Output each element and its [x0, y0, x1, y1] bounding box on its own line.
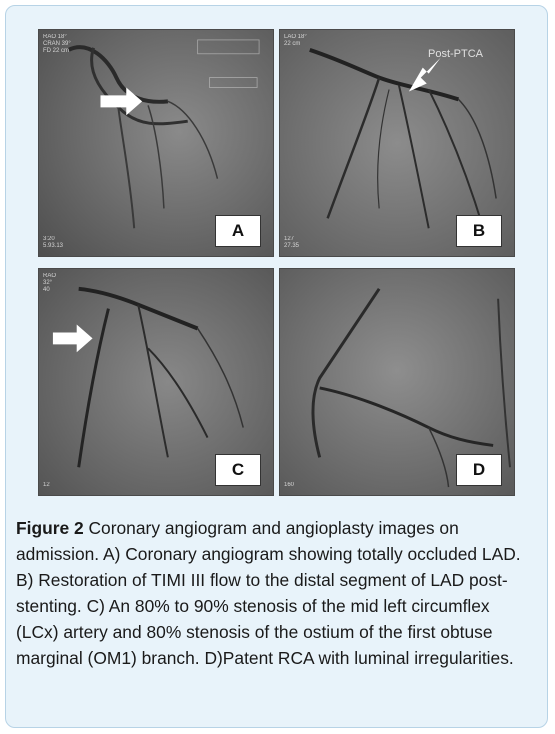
panel-letter-b: B [456, 215, 502, 247]
overlay-bottom-b: 127 27.35 [284, 236, 300, 249]
panel-letter-d: D [456, 454, 502, 486]
panel-letter-c: C [215, 454, 261, 486]
overlay-top-a: RAO 18° CRAN 39° FD 22 cm [43, 34, 71, 54]
figure-caption: Figure 2 Coronary angiogram and angiopla… [16, 515, 536, 671]
angiogram-panel-d: 160 D [279, 268, 515, 496]
post-ptca-label: Post-PTCA [428, 48, 484, 60]
overlay-top-c: RAO 32° 40 [43, 273, 57, 293]
arrow-icon [100, 87, 143, 116]
overlay-bottom-a: 3:20 5.93.13 [43, 236, 64, 249]
arrow-icon [408, 57, 441, 92]
angiogram-panel-b: LAO 18° 22 cm Post-PTCA 127 27.35 B [279, 29, 515, 257]
overlay-bottom-d: 160 [284, 482, 295, 488]
arrow-icon [52, 324, 93, 353]
overlay-top-b: LAO 18° 22 cm [284, 34, 307, 47]
overlay-bottom-c: 12 [43, 482, 50, 488]
angiogram-panel-c: RAO 32° 40 12 C [38, 268, 274, 496]
caption-text: Coronary angiogram and angioplasty image… [16, 518, 521, 668]
angiogram-image-a [39, 30, 273, 256]
figure-label: Figure 2 [16, 518, 84, 538]
angiogram-panel-a: RAO 18° CRAN 39° FD 22 cm 3:20 5.93.13 A [38, 29, 274, 257]
panel-letter-a: A [215, 215, 261, 247]
